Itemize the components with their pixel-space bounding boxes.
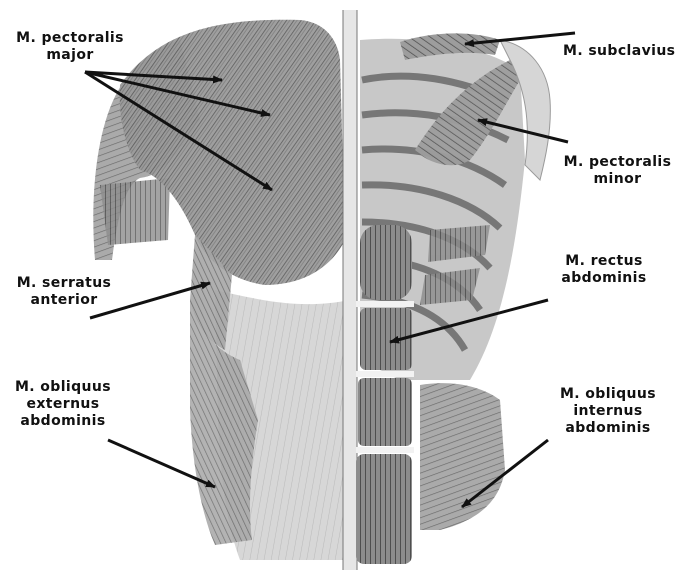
label-obliquus-internus-line1: M. obliquus [552,386,664,403]
label-obliquus-externus: M. obliquus externus abdominis [8,379,118,430]
label-obliquus-externus-line2: externus [8,396,118,413]
label-pectoralis-major-line2: major [10,47,130,64]
obliquus-internus-muscle [420,383,505,530]
label-pectoralis-major-line1: M. pectoralis [10,30,130,47]
sternum [343,10,357,570]
label-serratus-anterior: M. serratus anterior [8,275,120,309]
label-obliquus-externus-line1: M. obliquus [8,379,118,396]
label-subclavius: M. subclavius [563,43,675,60]
label-serratus-anterior-line2: anterior [8,292,120,309]
label-obliquus-externus-line3: abdominis [8,413,118,430]
label-serratus-anterior-line1: M. serratus [8,275,120,292]
label-pectoralis-major: M. pectoralis major [10,30,130,64]
label-subclavius-line1: M. subclavius [563,43,675,60]
label-rectus-abdominis-line1: M. rectus [550,253,658,270]
left-upper-arm-stub [100,178,170,245]
rectus-abdominis-muscle [356,225,414,564]
label-rectus-abdominis: M. rectus abdominis [550,253,658,287]
label-obliquus-internus-line3: abdominis [552,420,664,437]
pectoralis-major-muscle [120,20,345,285]
label-pectoralis-minor-line1: M. pectoralis [555,154,680,171]
label-obliquus-internus: M. obliquus internus abdominis [552,386,664,437]
label-rectus-abdominis-line2: abdominis [550,270,658,287]
label-obliquus-internus-line2: internus [552,403,664,420]
label-pectoralis-minor: M. pectoralis minor [555,154,680,188]
label-pectoralis-minor-line2: minor [555,171,680,188]
